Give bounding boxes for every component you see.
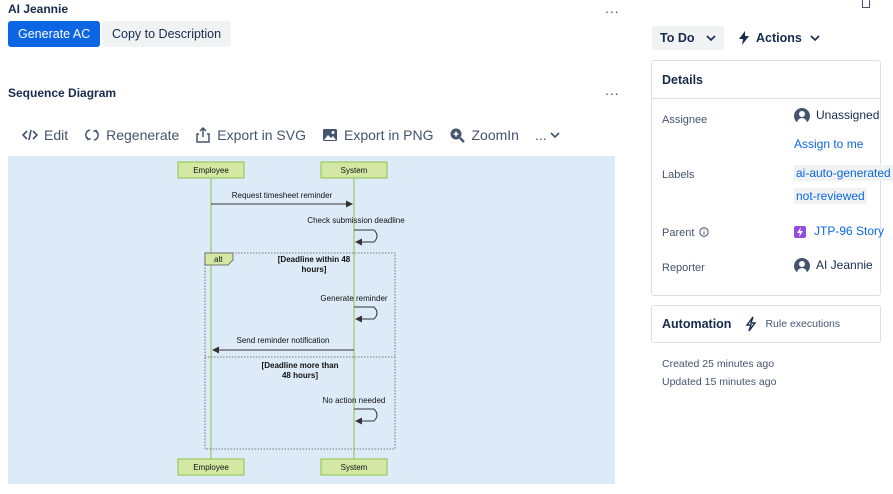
alt-label: alt	[214, 255, 223, 264]
automation-icon	[746, 316, 757, 332]
refresh-icon	[85, 129, 99, 141]
zoom-in-icon	[450, 128, 466, 143]
share-icon	[196, 126, 211, 143]
guard-1-line-2: hours]	[302, 265, 327, 274]
details-panel: Details Assignee Unassigned Assign to me…	[651, 60, 893, 296]
image-icon	[323, 129, 337, 141]
regenerate-label: Regenerate	[106, 127, 180, 143]
reporter-label: Reporter	[662, 262, 705, 274]
sequence-more-button[interactable]: ...	[605, 82, 620, 98]
export-png-label: Export in PNG	[344, 127, 434, 143]
toolbar-overflow-button[interactable]: ...	[535, 127, 566, 143]
updated-timestamp: Updated 15 minutes ago	[662, 376, 777, 388]
message-label-1: Request timesheet reminder	[232, 191, 333, 200]
participant-box-employee-top	[177, 161, 245, 179]
participant-box-employee-bottom	[177, 458, 245, 476]
participant-label-employee-top: Employee	[193, 166, 229, 175]
automation-title: Automation	[662, 317, 732, 331]
edit-label: Edit	[44, 127, 69, 143]
guard-2-line-1: [Deadline more than	[262, 361, 339, 370]
generate-ac-button[interactable]: Generate AC	[8, 21, 101, 47]
sequence-diagram-canvas: Employee System Request timesheet remind…	[8, 156, 615, 484]
details-title[interactable]: Details	[652, 61, 880, 99]
label-chip-2-text: not-reviewed	[794, 188, 867, 204]
created-timestamp: Created 25 minutes ago	[662, 358, 775, 370]
export-svg-label: Export in SVG	[217, 127, 306, 143]
header-more-button[interactable]: ...	[605, 0, 620, 16]
assignee-value[interactable]: Unassigned	[794, 108, 879, 124]
self-arrow-3	[354, 408, 378, 425]
avatar-icon	[794, 108, 810, 124]
message-label-3: Generate reminder	[320, 294, 387, 303]
ai-jeannie-panel: AI Jeannie ... Generate AC Copy to Descr…	[8, 0, 620, 484]
message-label-5: No action needed	[323, 396, 386, 405]
chevron-down-icon	[550, 132, 560, 139]
chevron-down-icon	[810, 35, 820, 42]
avatar-icon	[794, 258, 810, 274]
actions-dropdown[interactable]: Actions	[738, 26, 820, 50]
edit-button[interactable]: Edit	[21, 127, 69, 143]
info-icon	[699, 227, 710, 237]
status-label: To Do	[660, 31, 695, 45]
parent-label-text: Parent	[662, 227, 695, 239]
actions-label: Actions	[756, 31, 802, 45]
export-svg-button[interactable]: Export in SVG	[195, 126, 306, 143]
participant-label-employee-bottom: Employee	[193, 463, 229, 472]
overflow-label: ...	[534, 127, 547, 143]
guard-1-line-1: [Deadline within 48	[278, 255, 351, 264]
alt-frame	[204, 252, 396, 450]
app-title: AI Jeannie	[8, 2, 69, 16]
participant-label-system-bottom: System	[341, 463, 368, 472]
zoom-in-button[interactable]: ZoomIn	[449, 127, 519, 143]
message-label-4: Send reminder notification	[237, 336, 330, 345]
sequence-diagram-title: Sequence Diagram	[8, 86, 117, 100]
assign-to-me-link[interactable]: Assign to me	[794, 137, 864, 151]
status-dropdown[interactable]: To Do	[652, 26, 724, 50]
zoom-in-label: ZoomIn	[471, 127, 519, 143]
reporter-name: AI Jeannie	[816, 258, 873, 273]
alt-tag	[204, 252, 234, 266]
label-chip-1-text: ai-auto-generated	[794, 165, 893, 181]
assignee-name: Unassigned	[816, 108, 880, 123]
participant-box-system-bottom	[320, 458, 388, 476]
parent-label: Parent	[662, 227, 710, 239]
participant-label-system-top: System	[341, 166, 368, 175]
parent-value: JTP-96 Story	[814, 224, 885, 238]
labels-label: Labels	[662, 169, 695, 181]
automation-panel[interactable]: Automation Rule executions	[651, 305, 881, 343]
panel-toggle-icon[interactable]	[862, 0, 870, 8]
regenerate-button[interactable]: Regenerate	[84, 127, 179, 143]
reporter-value[interactable]: AI Jeannie	[794, 258, 873, 274]
lightning-icon	[794, 225, 806, 238]
participant-box-system-top	[320, 161, 388, 179]
assignee-label: Assignee	[662, 114, 708, 126]
parent-link[interactable]: JTP-96 Story	[794, 224, 884, 238]
code-icon	[21, 129, 39, 141]
label-chip-1[interactable]: ai-auto-generated	[794, 165, 893, 181]
copy-to-description-button[interactable]: Copy to Description	[102, 21, 232, 47]
diagram-toolbar: Edit Regenerate Export in SVG Export in …	[21, 125, 582, 145]
label-chip-2[interactable]: not-reviewed	[794, 188, 867, 204]
guard-2-line-2: 48 hours]	[282, 371, 318, 380]
chevron-down-icon	[706, 35, 716, 42]
rule-executions-label: Rule executions	[765, 318, 841, 330]
self-arrow-1	[354, 229, 378, 246]
self-arrow-2	[354, 306, 378, 323]
export-png-button[interactable]: Export in PNG	[322, 127, 433, 143]
message-label-2: Check submission deadline	[307, 216, 405, 225]
issue-sidebar: To Do Actions Details Assignee Unassigne…	[640, 0, 893, 494]
lightning-icon	[739, 31, 749, 45]
